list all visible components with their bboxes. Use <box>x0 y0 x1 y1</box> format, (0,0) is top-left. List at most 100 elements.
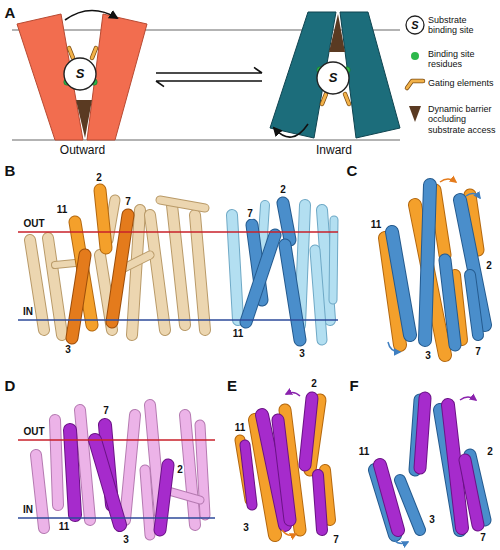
helix-outline <box>425 185 430 340</box>
helix-cylinder <box>283 203 290 240</box>
panel-letter: C <box>347 163 358 178</box>
helix-number: 7 <box>479 533 487 543</box>
helix-body <box>55 420 58 505</box>
helix-cylinder <box>145 470 150 535</box>
helix-number: 2 <box>279 185 287 195</box>
helix-body <box>318 475 322 530</box>
helix-cylinder <box>262 205 265 250</box>
gating-sample-outline <box>407 81 423 88</box>
helix-outline <box>315 250 322 340</box>
panel-letter: F <box>349 378 358 393</box>
helix-number: 7 <box>332 535 340 545</box>
membrane-side: IN <box>23 307 33 317</box>
motion-arrow <box>282 530 296 535</box>
helix-number: 11 <box>56 205 69 215</box>
helix-body <box>283 203 290 240</box>
substrate-site: S <box>63 57 97 91</box>
helix-outline <box>70 430 75 515</box>
helix-outline <box>232 215 238 320</box>
substrate-symbol: S <box>316 61 350 95</box>
helix-body <box>145 470 150 535</box>
gating-sample <box>407 81 423 88</box>
helix-outline <box>72 255 85 338</box>
panel-letter: B <box>5 163 16 178</box>
helix-body <box>160 465 168 530</box>
helix-number: 3 <box>122 535 130 545</box>
substrate-site: S <box>316 61 350 95</box>
helix-body <box>285 245 300 340</box>
membrane-side: OUT <box>23 219 44 229</box>
helix-cylinder <box>392 232 410 335</box>
equilibrium-arrow <box>156 67 262 86</box>
helix-outline <box>392 232 410 335</box>
helix-body <box>70 430 75 515</box>
helix-body <box>425 185 430 340</box>
helix-body <box>72 255 85 338</box>
state-label: Inward <box>316 143 352 157</box>
helix-outline <box>318 475 322 530</box>
helix-body <box>80 410 90 520</box>
site-outline <box>317 62 349 94</box>
helix-body <box>112 215 128 322</box>
helix-body <box>380 465 398 530</box>
helix-cylinder <box>160 200 205 208</box>
helix-cylinder <box>380 465 398 530</box>
helix-cylinder <box>445 260 455 345</box>
helix-outline <box>305 398 312 465</box>
motion-arrow <box>460 397 476 400</box>
helix-number: 2 <box>176 465 184 475</box>
helix-number: 11 <box>234 423 247 433</box>
helix-body <box>132 210 140 335</box>
helix-cylinder <box>278 420 290 520</box>
dynamic-barrier <box>76 100 92 138</box>
outward-transporter: OutwardS <box>15 12 150 158</box>
helix-outline <box>285 245 300 340</box>
helix-body <box>36 455 44 528</box>
helix-cylinder <box>132 210 140 335</box>
helix-cylinder <box>55 420 58 505</box>
helix-body <box>185 415 195 525</box>
helix-cylinder <box>100 190 106 248</box>
helix-outline <box>245 445 252 505</box>
gating-element-outline <box>345 94 349 104</box>
helix-outline <box>420 398 425 468</box>
helix-number: 2 <box>310 379 318 389</box>
helix-cylinder <box>160 465 168 530</box>
helix-body <box>262 205 265 250</box>
helix-outline <box>278 420 290 520</box>
helix-outline <box>470 275 478 335</box>
helix-outline <box>112 215 128 322</box>
helix-body <box>278 420 290 520</box>
dynamic-barrier <box>329 14 345 52</box>
helix-cylinder <box>112 215 128 322</box>
legend-text: Dynamic barrier occluding substrate acce… <box>428 104 496 135</box>
helix-body <box>246 235 275 322</box>
helix-outline <box>36 455 44 528</box>
helix-cylinder <box>72 255 85 338</box>
helix-outline <box>246 235 275 322</box>
helix-body <box>232 215 238 320</box>
helix-cylinder <box>80 410 90 520</box>
helix-body <box>100 190 106 248</box>
gating-element <box>92 48 96 58</box>
helix-number: 2 <box>485 261 493 271</box>
helix-cylinder <box>465 460 478 525</box>
helix-body <box>125 415 135 520</box>
helix-outline <box>262 205 265 250</box>
helix-body <box>95 440 120 525</box>
helix-outline <box>160 200 205 208</box>
inward-transporter: Inward S <box>268 12 400 158</box>
motion-arrow <box>388 342 400 352</box>
helix-number: 7 <box>474 347 482 357</box>
helix-outline <box>132 210 140 335</box>
helix-number: 2 <box>95 173 103 183</box>
helix-body <box>470 275 478 335</box>
helix-number: 3 <box>298 349 306 359</box>
helix-body <box>445 260 455 345</box>
helix-number: 11 <box>358 447 371 457</box>
helix-body <box>392 232 410 335</box>
panel-letter: A <box>5 5 16 20</box>
helix-cylinder <box>95 440 120 525</box>
membrane-side: OUT <box>23 427 44 437</box>
legend-text: Gating elements <box>428 78 496 88</box>
